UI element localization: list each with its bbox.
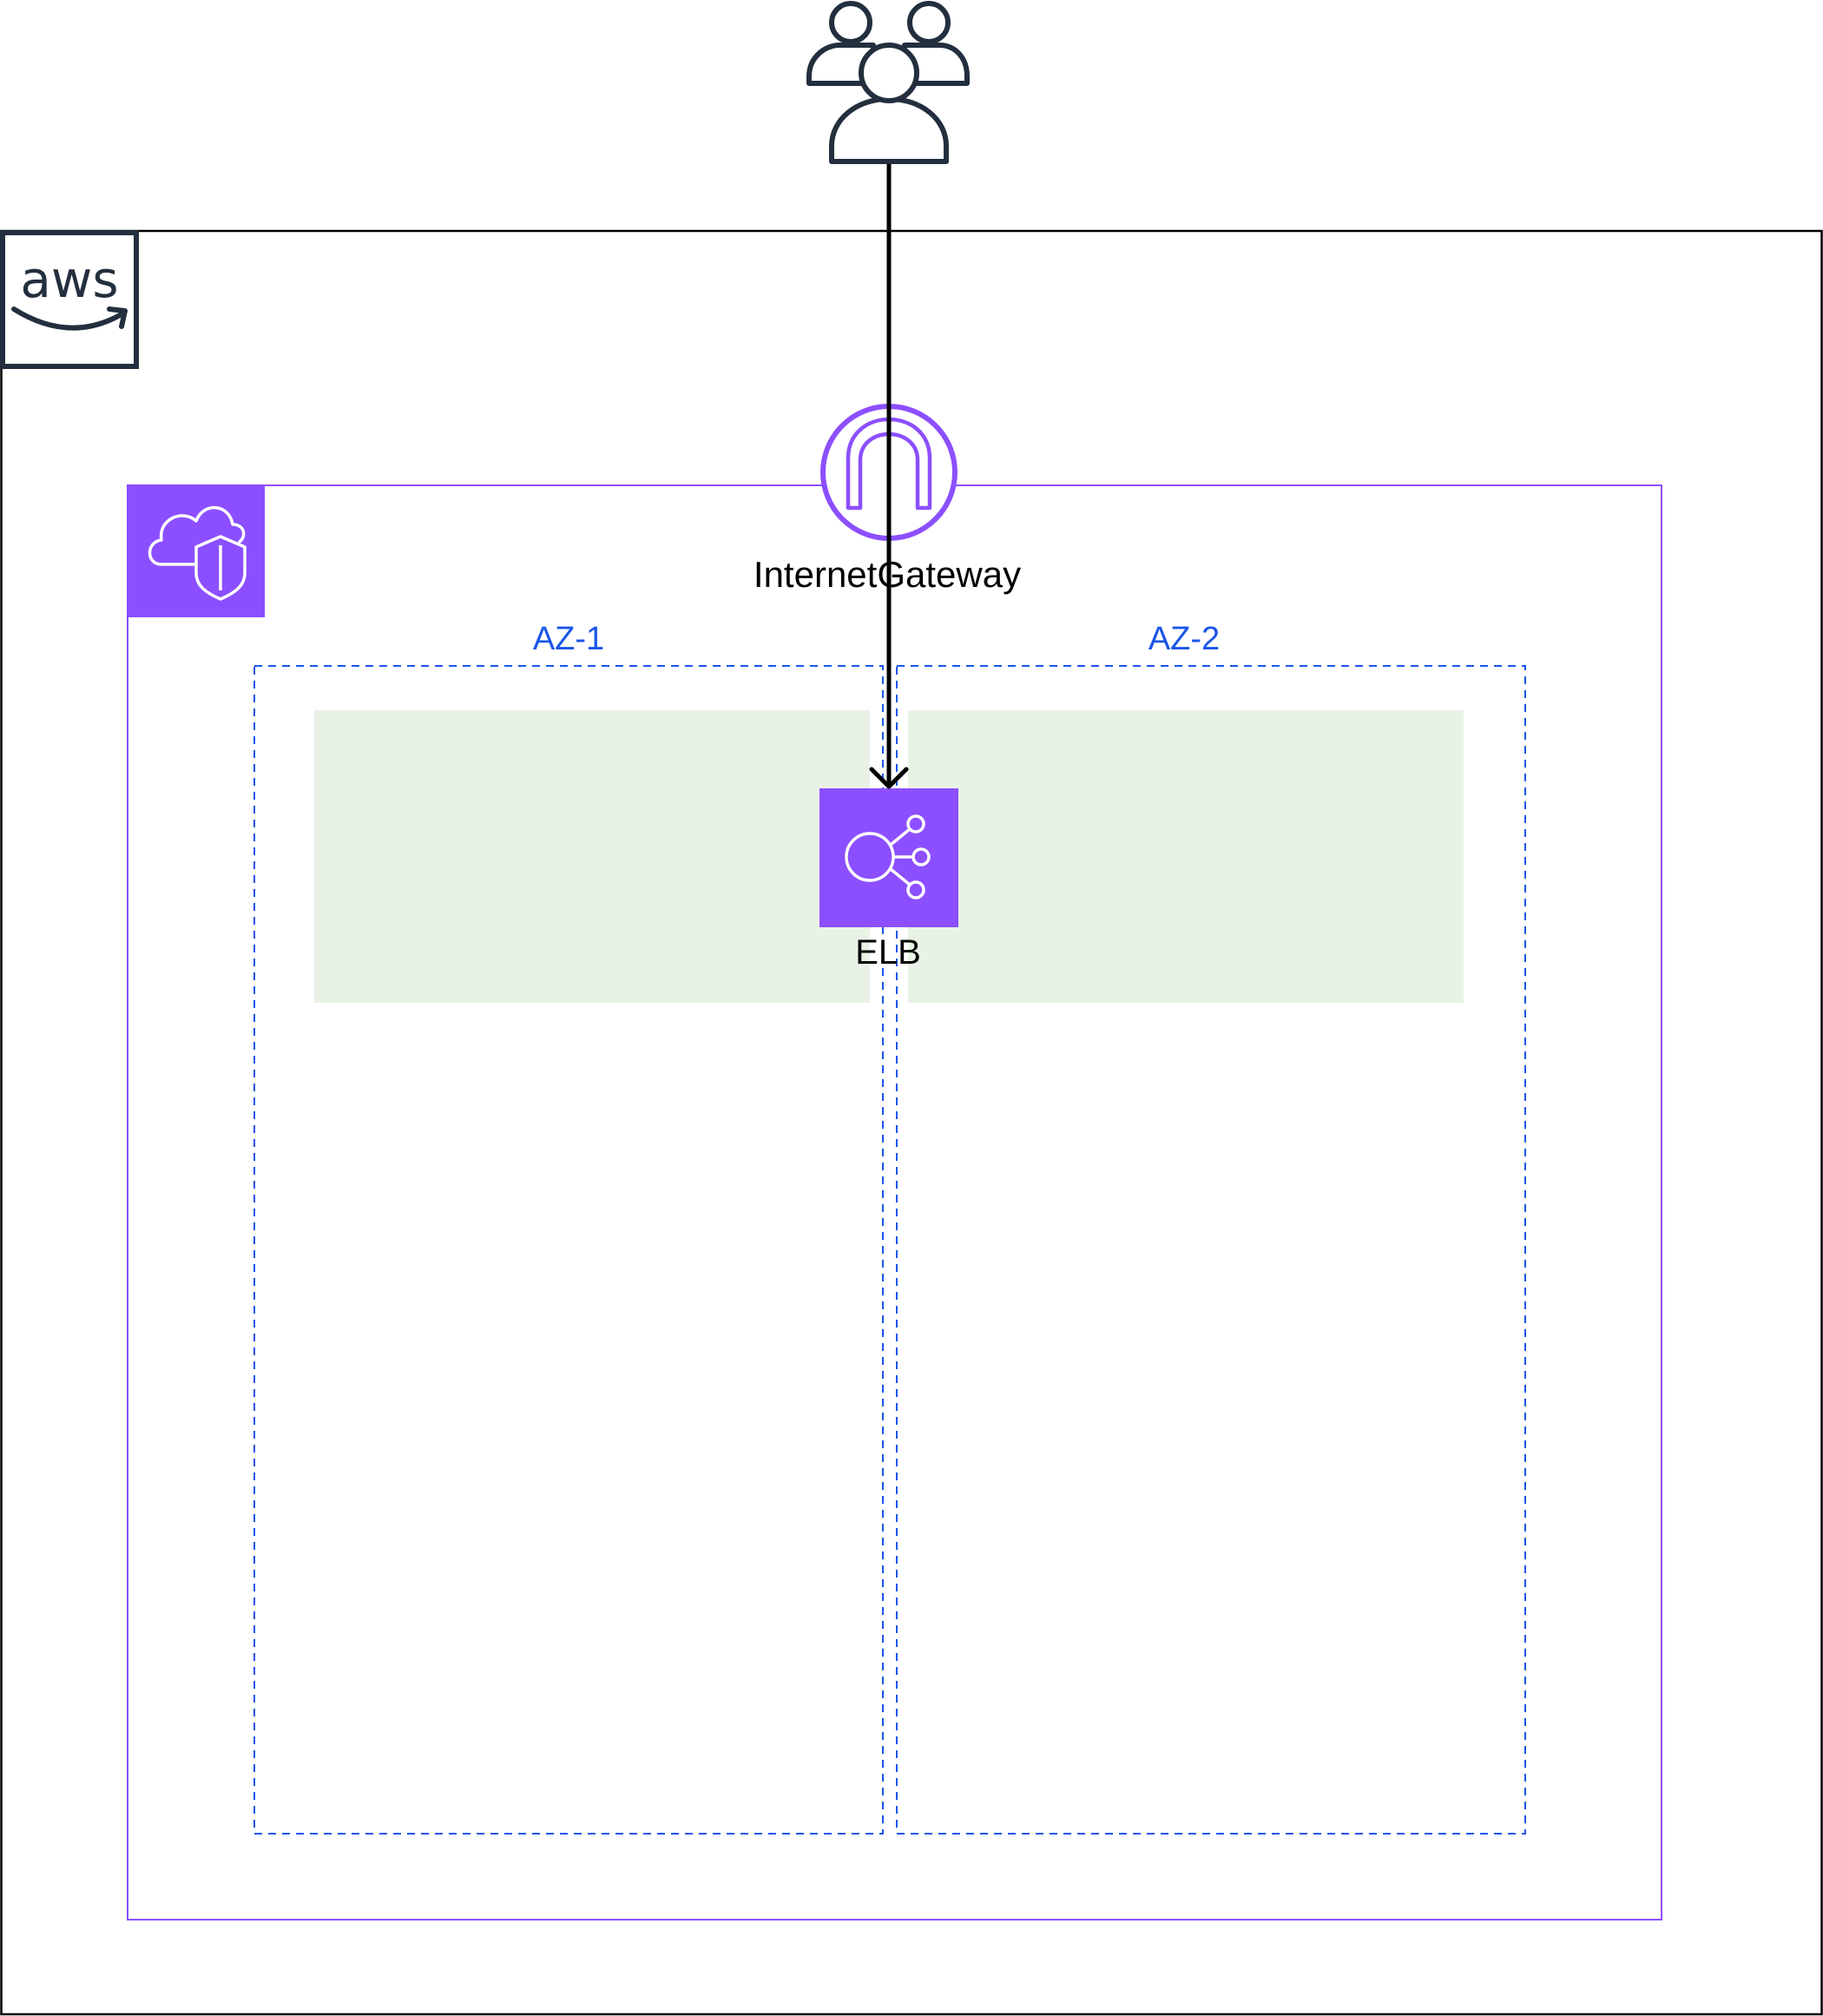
vpc-cloud-shield-icon: [128, 485, 265, 617]
availability-zone-az1[interactable]: [253, 665, 884, 1835]
users-icon[interactable]: [806, 1, 970, 164]
elastic-load-balancer-icon[interactable]: [819, 788, 958, 927]
az2-label: AZ-2: [1148, 621, 1220, 657]
availability-zone-az2[interactable]: [896, 665, 1526, 1835]
az1-label: AZ-1: [533, 621, 604, 657]
svg-text:aws: aws: [20, 250, 118, 309]
aws-cloud-group[interactable]: [0, 229, 1823, 2016]
aws-logo-icon: aws: [0, 230, 139, 369]
public-subnet-az1[interactable]: [314, 710, 870, 1003]
vpc-group[interactable]: [127, 484, 1662, 1920]
public-subnet-az2[interactable]: [908, 710, 1464, 1003]
elb-label: ELB: [855, 933, 921, 972]
users-to-elb-arrow[interactable]: [869, 161, 909, 789]
